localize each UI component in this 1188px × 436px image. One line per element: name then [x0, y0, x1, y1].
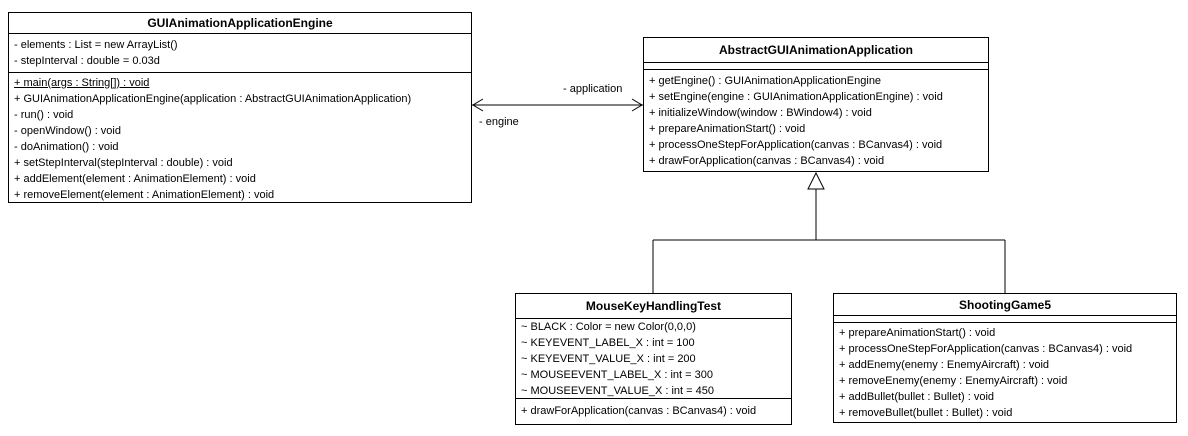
attributes-compartment-empty	[834, 316, 1176, 323]
class-box-shooting-game5[interactable]: ShootingGame5 + prepareAnimationStart() …	[833, 293, 1177, 423]
method: - doAnimation() : void	[14, 140, 119, 153]
method: + addElement(element : AnimationElement)…	[14, 172, 256, 185]
association-role-label-application: - application	[563, 83, 623, 96]
methods-compartment: + getEngine() : GUIAnimationApplicationE…	[644, 70, 988, 171]
class-title: MouseKeyHandlingTest	[516, 294, 791, 319]
generalization-triangle-icon	[807, 171, 825, 190]
class-box-mouse-key-handling-test[interactable]: MouseKeyHandlingTest ~ BLACK : Color = n…	[515, 293, 792, 425]
attributes-compartment: - elements : List = new ArrayList() - st…	[9, 34, 471, 73]
class-box-gui-animation-application-engine[interactable]: GUIAnimationApplicationEngine - elements…	[8, 12, 472, 203]
method: + prepareAnimationStart() : void	[839, 327, 996, 339]
method: + addEnemy(enemy : EnemyAircraft) : void	[839, 359, 1049, 371]
association-arrowhead-left-icon	[472, 98, 484, 112]
method: + prepareAnimationStart() : void	[649, 123, 806, 135]
method: + removeEnemy(enemy : EnemyAircraft) : v…	[839, 375, 1068, 387]
attributes-compartment-empty	[644, 63, 988, 70]
method: + processOneStepForApplication(canvas : …	[839, 343, 1133, 355]
method: + setStepInterval(stepInterval : double)…	[14, 156, 233, 169]
method: + GUIAnimationApplicationEngine(applicat…	[14, 92, 412, 105]
method: + addBullet(bullet : Bullet) : void	[839, 391, 995, 403]
attribute: ~ MOUSEEVENT_LABEL_X : int = 300	[521, 369, 713, 381]
static-method: + main(args : String[]) : void	[14, 76, 150, 89]
methods-compartment: + prepareAnimationStart() : void + proce…	[834, 323, 1176, 422]
association-role-label-engine: - engine	[479, 116, 519, 129]
attribute: ~ KEYEVENT_LABEL_X : int = 100	[521, 337, 695, 349]
generalization-lines[interactable]	[652, 189, 1006, 293]
attribute: - stepInterval : double = 0.03d	[14, 55, 160, 67]
method: - openWindow() : void	[14, 124, 121, 137]
method: + processOneStepForApplication(canvas : …	[649, 139, 943, 151]
method: + setEngine(engine : GUIAnimationApplica…	[649, 91, 943, 103]
method: + drawForApplication(canvas : BCanvas4) …	[521, 405, 757, 417]
association-engine-application[interactable]	[472, 98, 643, 112]
attribute: ~ KEYEVENT_VALUE_X : int = 200	[521, 353, 696, 365]
method: + getEngine() : GUIAnimationApplicationE…	[649, 75, 882, 87]
attribute: ~ MOUSEEVENT_VALUE_X : int = 450	[521, 385, 714, 397]
method: + removeElement(element : AnimationEleme…	[14, 188, 275, 201]
method: + initializeWindow(window : BWindow4) : …	[649, 107, 872, 119]
attribute: ~ BLACK : Color = new Color(0,0,0)	[521, 321, 696, 333]
class-title: GUIAnimationApplicationEngine	[9, 13, 471, 34]
attributes-compartment: ~ BLACK : Color = new Color(0,0,0) ~ KEY…	[516, 319, 791, 399]
methods-compartment: + main(args : String[]) : void + GUIAnim…	[9, 73, 471, 202]
methods-compartment: + drawForApplication(canvas : BCanvas4) …	[516, 399, 791, 424]
class-box-abstract-gui-animation-application[interactable]: AbstractGUIAnimationApplication + getEng…	[643, 37, 989, 172]
attribute: - elements : List = new ArrayList()	[14, 39, 178, 51]
method: + removeBullet(bullet : Bullet) : void	[839, 407, 1013, 419]
class-title: ShootingGame5	[834, 294, 1176, 316]
generalization-edges[interactable]	[652, 171, 1006, 293]
method: - run() : void	[14, 108, 74, 121]
method: + drawForApplication(canvas : BCanvas4) …	[649, 155, 885, 167]
class-title: AbstractGUIAnimationApplication	[644, 38, 988, 63]
association-arrowhead-right-icon	[631, 98, 643, 112]
